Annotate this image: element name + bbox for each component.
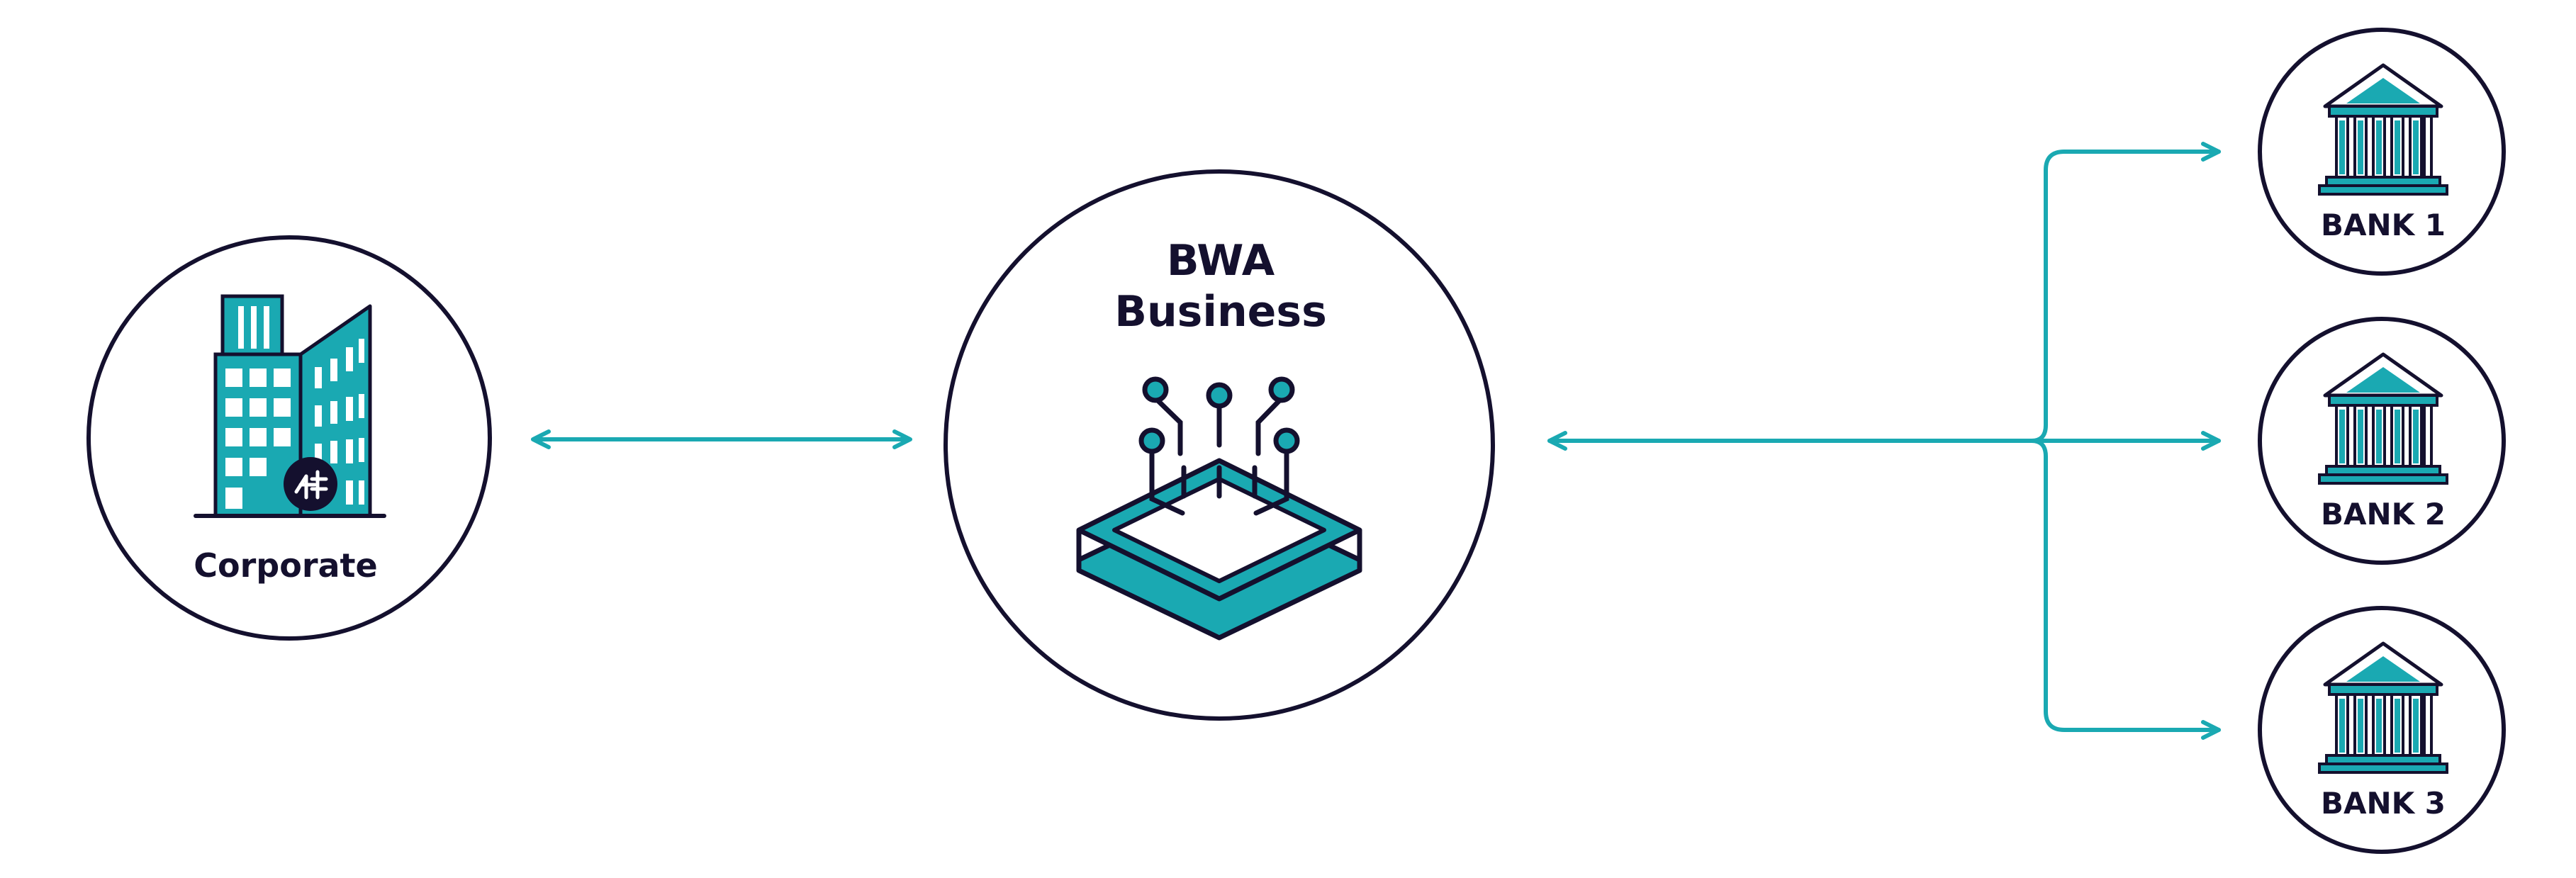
corporate-label: Corporate [194,546,378,585]
bank-2-label: BANK 2 [2321,497,2446,531]
bank-node-3: BANK 3 [2258,606,2506,854]
bank-3-label: BANK 3 [2321,786,2446,821]
bwa-banks-connector [1547,142,2221,740]
bank-1-label: BANK 1 [2321,208,2446,242]
bank-node-1: BANK 1 [2258,28,2506,276]
corporate-node: Corporate [86,235,492,641]
brand-monogram-icon [284,457,337,511]
bank-node-2: BANK 2 [2258,317,2506,565]
bwa-title-line1: BWA [1167,236,1275,286]
bwa-title-line2: Business [1114,287,1327,337]
circuit-platform-icon [1076,376,1362,641]
bwa-node: BWA Business [943,169,1495,721]
